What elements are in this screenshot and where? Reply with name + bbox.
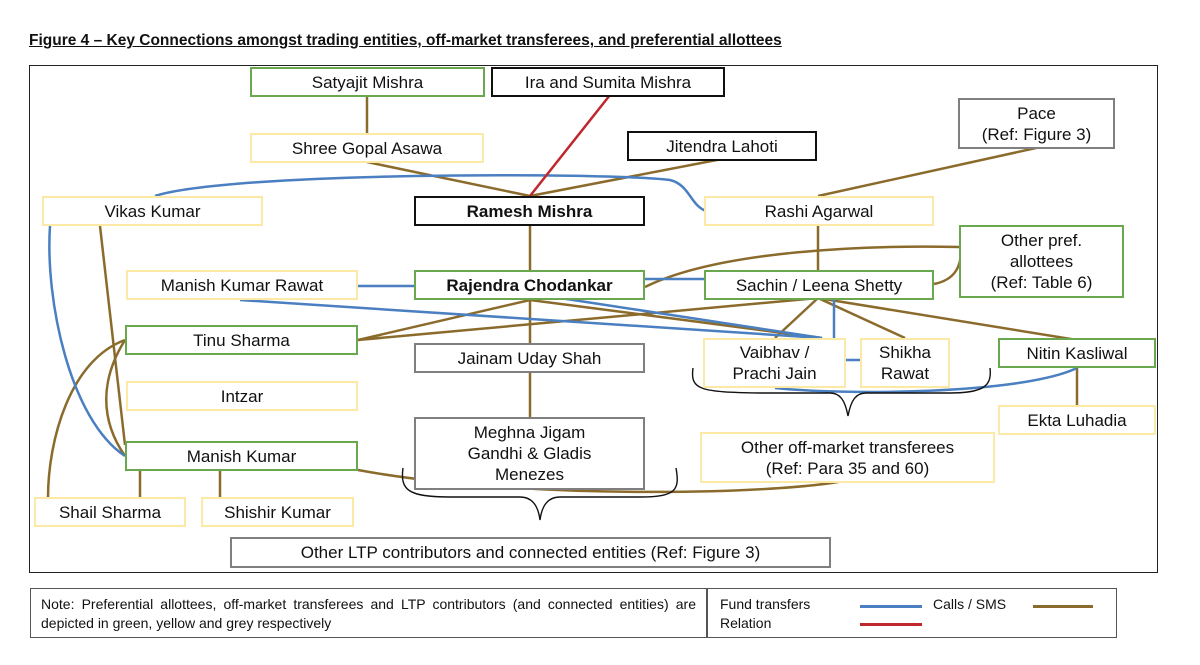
node-label: Rashi Agarwal <box>764 201 874 221</box>
node-jainam-uday-shah: Jainam Uday Shah <box>414 343 645 373</box>
node-other-pref-allottees: Other pref. allottees (Ref: Table 6) <box>959 225 1124 298</box>
link-manish-rawat-vaibhav <box>239 298 823 340</box>
node-label: Shikha <box>879 343 931 362</box>
brace-ltp-group <box>401 467 678 521</box>
node-intzar: Intzar <box>126 381 358 411</box>
node-vikas-kumar: Vikas Kumar <box>42 196 263 226</box>
node-label: Vaibhav / <box>739 343 810 362</box>
node-label: Jainam Uday Shah <box>457 348 602 368</box>
legend-fund-transfers-label: Fund transfers <box>720 596 811 612</box>
legend: Fund transfers Calls / SMS Relation <box>707 588 1117 638</box>
node-manish-kumar-rawat: Manish Kumar Rawat <box>126 270 358 300</box>
node-label: Intzar <box>220 386 264 406</box>
node-label: Rajendra Chodankar <box>446 275 613 295</box>
node-sachin-leena-shetty: Sachin / Leena Shetty <box>704 270 934 300</box>
node-label: Gandhi & Gladis <box>467 444 592 463</box>
link-ira-ramesh <box>529 94 611 197</box>
node-label: Shree Gopal Asawa <box>291 138 443 158</box>
node-shail-sharma: Shail Sharma <box>34 497 186 527</box>
node-satyajit-mishra: Satyajit Mishra <box>250 67 485 97</box>
link-vikas-manish-kumar <box>98 225 127 446</box>
node-label: (Ref: Table 6) <box>990 273 1093 292</box>
brace-offmarket-group <box>691 367 991 417</box>
node-label: Other off-market transferees <box>740 437 955 457</box>
node-shikha-rawat: Shikha Rawat <box>860 338 950 388</box>
node-shishir-kumar: Shishir Kumar <box>201 497 354 527</box>
node-label: allottees <box>1009 252 1074 271</box>
node-label: Prachi Jain <box>732 364 817 383</box>
node-ramesh-mishra: Ramesh Mishra <box>414 196 645 226</box>
link-pace-rashi <box>817 146 1037 198</box>
node-label: Ramesh Mishra <box>466 201 593 221</box>
link-sachin-nitin <box>817 296 1078 342</box>
link-vikas-manish-kumar-fund <box>48 225 126 458</box>
link-vikas-rashi <box>154 173 707 213</box>
node-label: Meghna Jigam <box>473 423 586 442</box>
node-jitendra-lahoti: Jitendra Lahoti <box>627 131 817 161</box>
node-label: Other LTP contributors and connected ent… <box>300 543 761 562</box>
node-tinu-sharma: Tinu Sharma <box>125 325 358 355</box>
node-shree-gopal-asawa: Shree Gopal Asawa <box>250 133 484 163</box>
node-label: Shishir Kumar <box>224 502 331 522</box>
link-rajendra-other-pref <box>644 245 961 289</box>
node-ira-sumita-mishra: Ira and Sumita Mishra <box>491 67 725 97</box>
node-label: Shail Sharma <box>58 502 162 522</box>
node-rajendra-chodankar: Rajendra Chodankar <box>414 270 645 300</box>
link-tinu-shail <box>46 338 126 499</box>
node-label: Menezes <box>495 465 564 484</box>
node-label: Sachin / Leena Shetty <box>735 275 903 295</box>
node-label: (Ref: Para 35 and 60) <box>765 458 930 478</box>
link-nitin-vaibhav <box>774 366 1078 394</box>
relation-lines <box>529 94 611 197</box>
link-sachin-tinu <box>357 296 819 342</box>
note-box: Note: Preferential allottees, off-market… <box>30 588 707 638</box>
note-text: Note: Preferential allottees, off-market… <box>41 596 696 631</box>
node-label: Satyajit Mishra <box>311 72 424 92</box>
node-other-off-market-transferees: Other off-market transferees (Ref: Para … <box>700 432 995 483</box>
node-vaibhav-prachi-jain: Vaibhav / Prachi Jain <box>703 338 846 388</box>
link-sachin-other-pref <box>933 246 962 286</box>
diagram-frame <box>29 65 1158 573</box>
node-nitin-kasliwal: Nitin Kasliwal <box>998 338 1156 368</box>
node-label: Vikas Kumar <box>104 201 201 221</box>
node-label: (Ref: Figure 3) <box>981 124 1092 144</box>
node-label: Other pref. <box>1000 231 1083 250</box>
legend-fund-transfers-swatch <box>860 605 922 608</box>
grouping-braces <box>401 367 991 521</box>
node-label: Pace <box>1017 103 1056 123</box>
figure-title: Figure 4 – Key Connections amongst tradi… <box>29 32 782 49</box>
node-label: Rawat <box>880 364 930 383</box>
legend-relation-label: Relation <box>720 615 772 631</box>
link-tinu-manish-kumar <box>105 339 127 457</box>
node-label: Jitendra Lahoti <box>666 136 778 156</box>
node-label: Ira and Sumita Mishra <box>524 72 692 92</box>
legend-calls-sms-label: Calls / SMS <box>933 596 1007 612</box>
fund-transfer-lines <box>48 173 1078 458</box>
link-shree-ramesh <box>366 160 531 198</box>
node-label: Manish Kumar <box>186 446 297 466</box>
link-rajendra-vaibhav-fund <box>559 296 823 340</box>
node-label: Ekta Luhadia <box>1027 410 1127 430</box>
node-other-ltp-contributors: Other LTP contributors and connected ent… <box>230 537 831 568</box>
link-sachin-shikha <box>817 296 906 340</box>
node-manish-kumar: Manish Kumar <box>125 441 358 471</box>
node-label: Manish Kumar Rawat <box>160 275 324 295</box>
node-meghna-gladis: Meghna Jigam Gandhi & Gladis Menezes <box>414 417 645 490</box>
link-rajendra-tinu <box>357 298 531 342</box>
node-ekta-luhadia: Ekta Luhadia <box>998 405 1156 435</box>
node-label: Nitin Kasliwal <box>1026 343 1128 363</box>
node-label: Tinu Sharma <box>193 330 290 350</box>
legend-relation-swatch <box>860 623 922 626</box>
node-pace: Pace (Ref: Figure 3) <box>958 98 1115 149</box>
node-rashi-agarwal: Rashi Agarwal <box>704 196 934 226</box>
legend-calls-sms-swatch <box>1033 605 1093 608</box>
